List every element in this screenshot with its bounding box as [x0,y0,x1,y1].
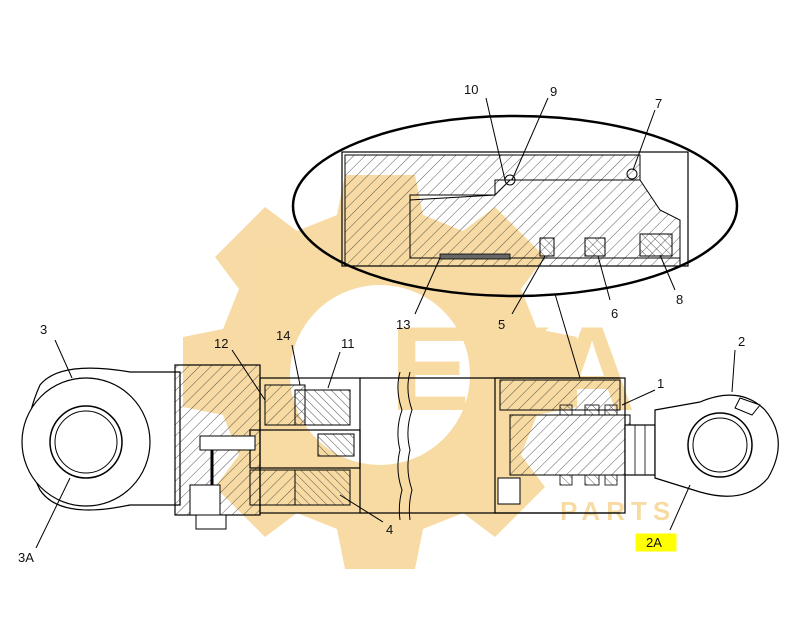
callout-11: 11 [341,336,355,351]
gland-section [494,377,656,514]
callout-labels: 10 9 7 8 6 5 13 3 2 12 14 11 1 4 3A 2A [18,82,745,565]
rod-eye-right [654,394,779,497]
callout-6: 6 [611,306,618,321]
callout-10: 10 [464,82,478,97]
callout-9: 9 [550,84,557,99]
callout-14: 14 [276,328,290,343]
watermark-sub-text: PARTS [560,496,676,526]
callout-8: 8 [676,292,683,307]
rod-eye-left [21,367,181,511]
callout-highlight [635,533,677,552]
leader-lines [35,97,736,549]
detail-view [291,114,739,298]
callout-4: 4 [386,522,393,537]
callout-12: 12 [214,336,228,351]
callout-5: 5 [498,317,505,332]
callout-3A: 3A [18,550,34,565]
callout-2A: 2A [646,535,662,550]
callout-2: 2 [738,334,745,349]
callout-3: 3 [40,322,47,337]
callout-1: 1 [657,376,664,391]
callout-7: 7 [655,96,662,111]
cylinder-head-section [174,364,361,530]
detail-leader [554,293,581,379]
callout-13: 13 [396,317,410,332]
